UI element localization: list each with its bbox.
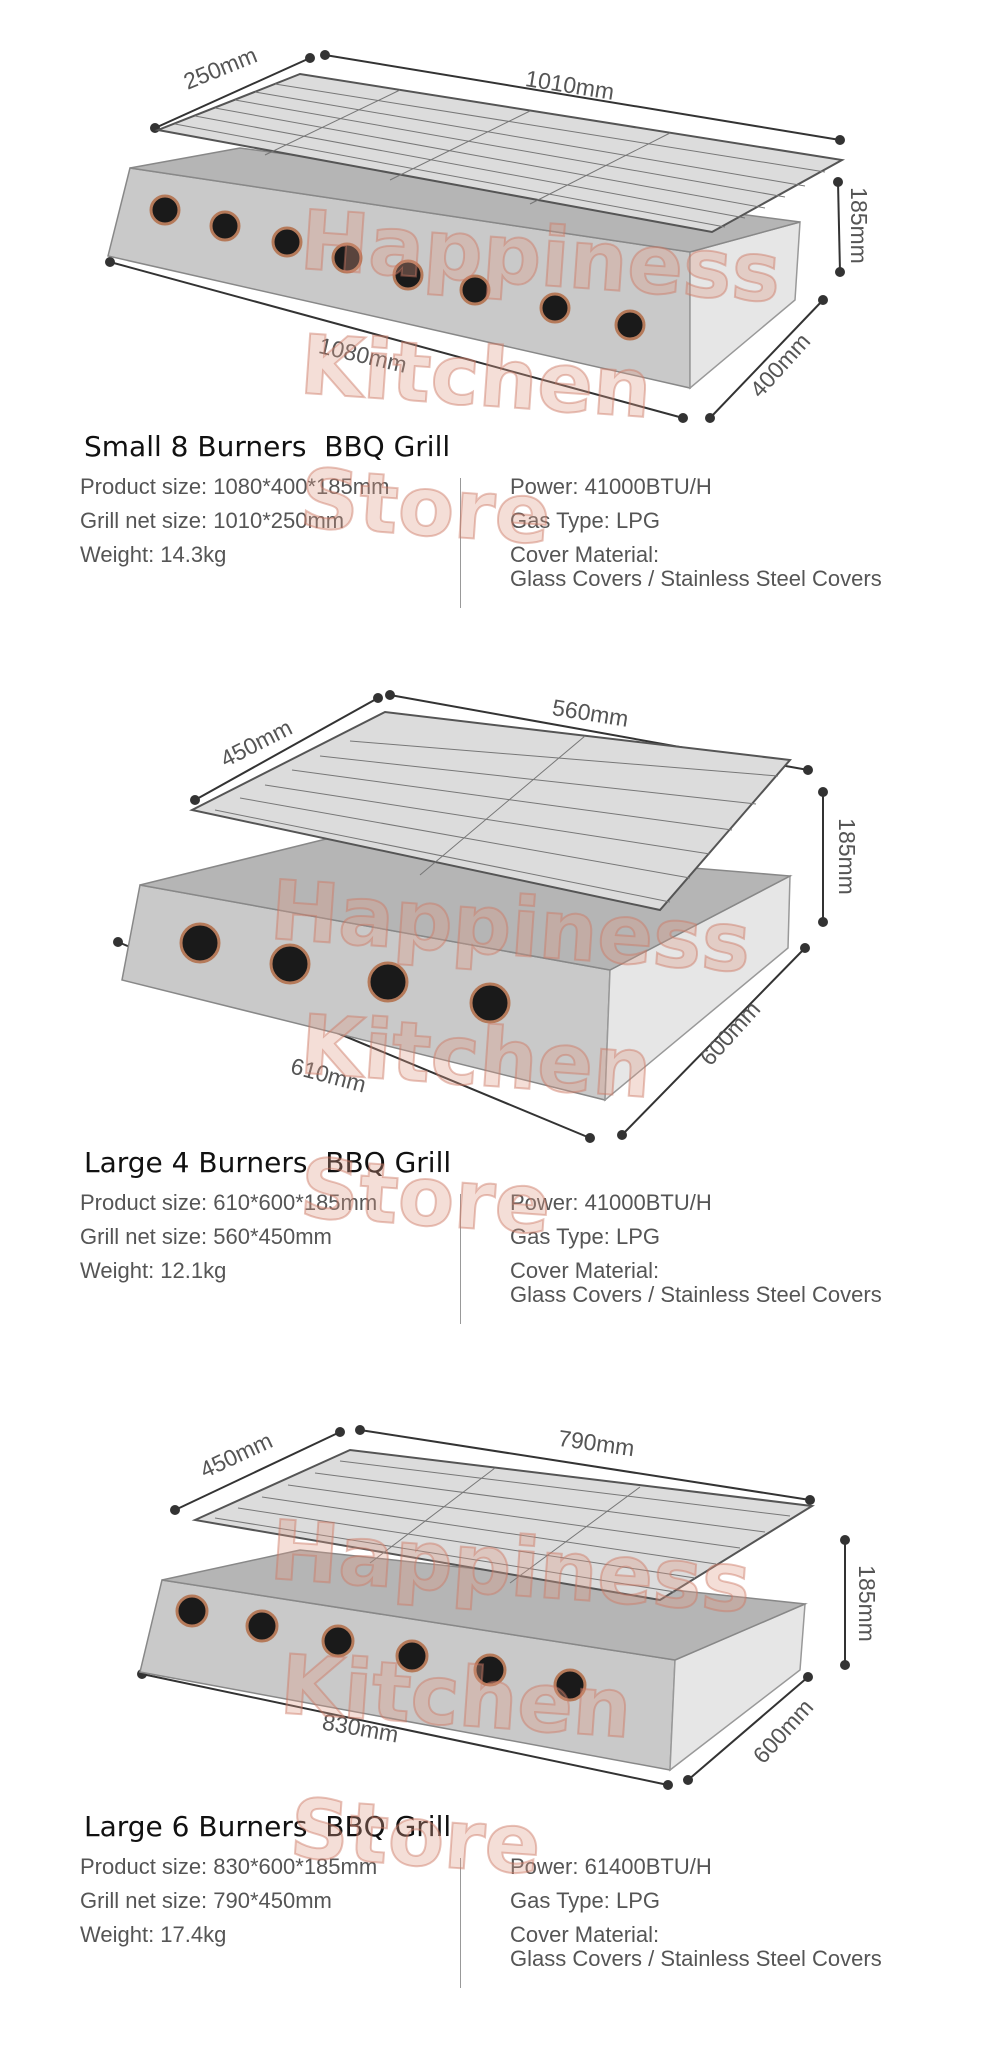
specs-left: Product size: 610*600*185mm Grill net si…: [80, 1186, 377, 1288]
product-4-burners: 450mm 560mm 185mm 610mm 600mm Large 4 Bu…: [0, 680, 1000, 1340]
spec-grill-net-size: Grill net size: 790*450mm: [80, 1888, 332, 1913]
spec-gas-type: Gas Type: LPG: [510, 508, 661, 533]
spec-weight: Weight: 14.3kg: [80, 542, 227, 567]
spec-weight: Weight: 17.4kg: [80, 1922, 227, 1947]
spec-product-size: Product size: 610*600*185mm: [80, 1190, 378, 1215]
dim-height-label: 185mm: [853, 1565, 880, 1642]
spec-cover-label: Cover Material:: [510, 1922, 660, 1947]
specs-right: Power: 61400BTU/H Gas Type: LPG Cover Ma…: [510, 1850, 882, 1976]
specs-right: Power: 41000BTU/H Gas Type: LPG Cover Ma…: [510, 470, 882, 596]
dim-height-label: 185mm: [845, 187, 872, 264]
spec-product-size: Product size: 1080*400*185mm: [80, 474, 390, 499]
spec-gas-type: Gas Type: LPG: [510, 1888, 661, 1913]
product-8-burners: 250mm 1010mm 185mm 1080mm 400mm Small 8 …: [0, 0, 1000, 640]
spec-power: Power: 41000BTU/H: [510, 1190, 712, 1215]
spec-weight: Weight: 12.1kg: [80, 1258, 227, 1283]
spec-power: Power: 61400BTU/H: [510, 1854, 712, 1879]
dim-height-label: 185mm: [833, 818, 860, 895]
spec-cover-label: Cover Material:: [510, 542, 660, 567]
spec-divider: [460, 1194, 461, 1324]
product-title: Large 6 Burners BBQ Grill: [84, 1810, 452, 1843]
spec-divider: [460, 478, 461, 608]
product-6-burners: 450mm 790mm 185mm 830mm 600mm Large 6 Bu…: [0, 1400, 1000, 2040]
specs-right: Power: 41000BTU/H Gas Type: LPG Cover Ma…: [510, 1186, 882, 1312]
specs-left: Product size: 830*600*185mm Grill net si…: [80, 1850, 377, 1952]
product-title: Small 8 Burners BBQ Grill: [84, 430, 451, 463]
spec-divider: [460, 1858, 461, 1988]
spec-grill-net-size: Grill net size: 560*450mm: [80, 1224, 332, 1249]
spec-cover-value: Glass Covers / Stainless Steel Covers: [510, 1282, 882, 1307]
spec-grill-net-size: Grill net size: 1010*250mm: [80, 508, 345, 533]
grill-8-burners-illustration: [105, 50, 846, 423]
spec-gas-type: Gas Type: LPG: [510, 1224, 661, 1249]
spec-power: Power: 41000BTU/H: [510, 474, 712, 499]
spec-product-size: Product size: 830*600*185mm: [80, 1854, 378, 1879]
spec-cover-value: Glass Covers / Stainless Steel Covers: [510, 566, 882, 591]
spec-cover-label: Cover Material:: [510, 1258, 660, 1283]
grill-4-burners-illustration: [113, 690, 828, 1143]
product-title: Large 4 Burners BBQ Grill: [84, 1146, 452, 1179]
grill-6-burners-illustration: [137, 1425, 850, 1790]
spec-cover-value: Glass Covers / Stainless Steel Covers: [510, 1946, 882, 1971]
specs-left: Product size: 1080*400*185mm Grill net s…: [80, 470, 389, 572]
